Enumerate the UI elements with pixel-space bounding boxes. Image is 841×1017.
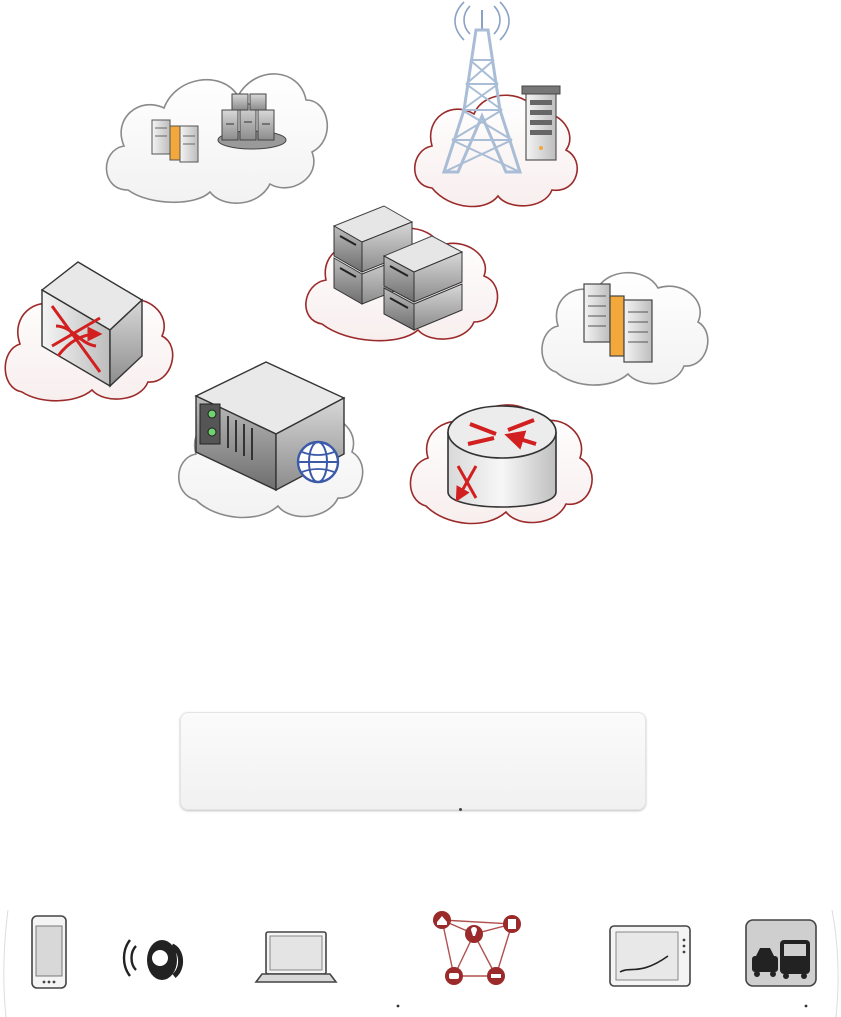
rack-server-stack-icon xyxy=(332,205,464,331)
router-icon xyxy=(448,405,557,507)
tower-server-icon xyxy=(521,85,561,161)
cloud-switch xyxy=(4,261,174,402)
blank-panel xyxy=(180,712,646,810)
tablet-icon xyxy=(609,925,691,987)
server-cluster-icon xyxy=(217,93,287,150)
globe-icon xyxy=(296,440,340,484)
vehicle-icon xyxy=(745,919,817,1008)
smartwatch-icon xyxy=(122,939,183,980)
radio-tower-icon xyxy=(441,1,523,174)
laptop-icon xyxy=(254,931,338,983)
storage-server-icon xyxy=(583,283,653,363)
device-bar xyxy=(0,904,841,1017)
panel-marker-dot xyxy=(459,808,462,811)
cloud-web-server xyxy=(177,361,364,519)
cloud-shape xyxy=(105,73,328,204)
cloud-tower xyxy=(413,1,578,208)
server-pair-icon xyxy=(151,119,199,163)
cloud-rack-stack xyxy=(305,205,499,342)
cloud-router xyxy=(409,404,593,525)
cloud-server-farm xyxy=(105,73,328,204)
smartphone-icon xyxy=(31,915,67,989)
switch-icon xyxy=(40,261,144,388)
iot-network-icon xyxy=(396,911,521,1008)
cloud-storage xyxy=(541,271,709,386)
